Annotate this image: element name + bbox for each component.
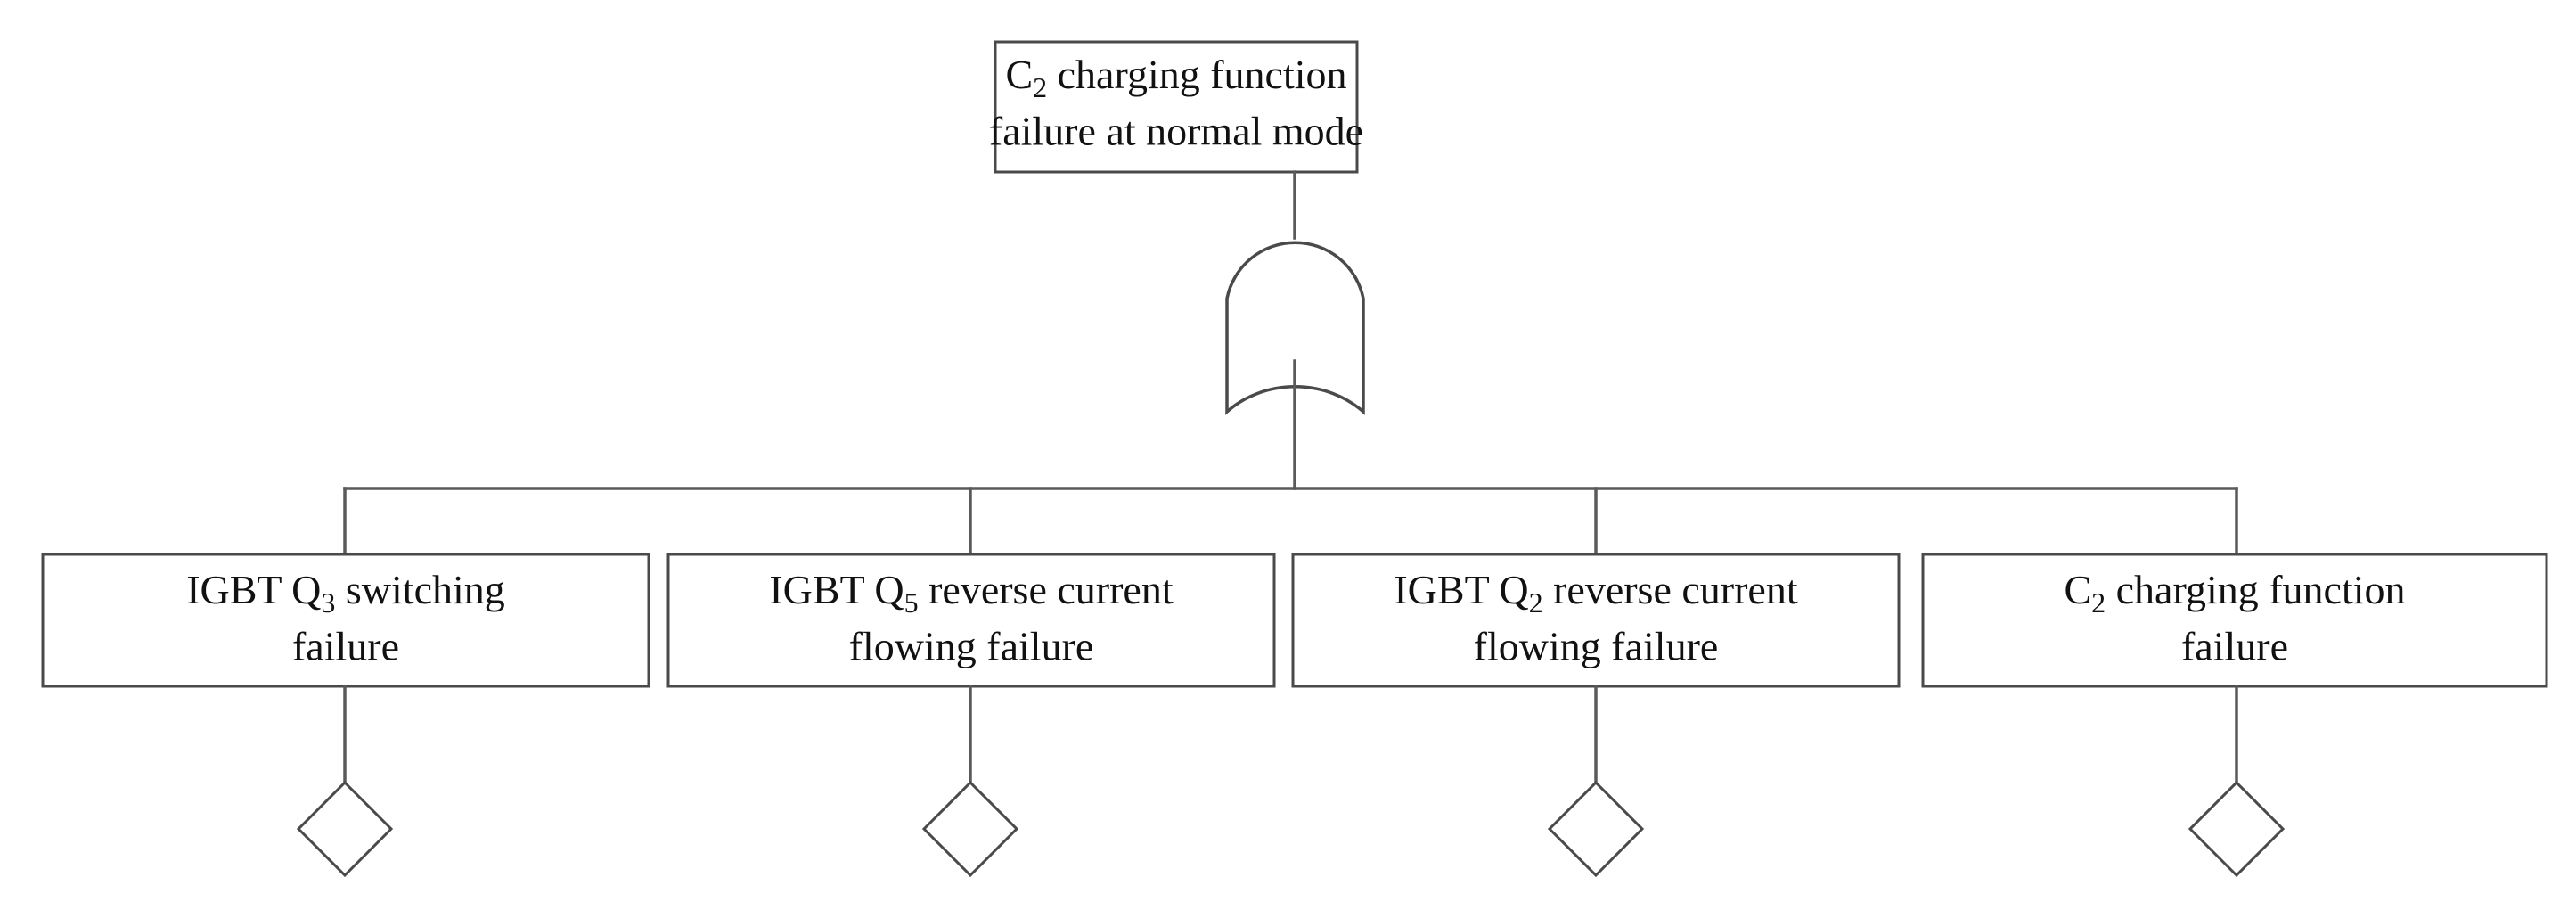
top-event-label-line2: failure at normal mode xyxy=(989,109,1363,154)
or-gate[interactable] xyxy=(1225,241,1365,415)
event-3-label-line1-post: reverse current xyxy=(1543,567,1798,612)
event-1-label-line1-post: switching xyxy=(335,567,504,612)
event-node-1[interactable]: IGBT Q3 switching failure xyxy=(41,553,650,688)
event-4-label-line1: C2 charging function xyxy=(2064,567,2405,619)
event-1-label-line1-sub: 3 xyxy=(321,586,335,619)
event-box-2[interactable] xyxy=(666,553,1276,688)
event-1-label-line1: IGBT Q3 switching xyxy=(186,567,505,619)
diamond-icon-event-3[interactable] xyxy=(1547,780,1645,878)
event-3-label-line2: flowing failure xyxy=(1474,624,1719,669)
top-event-label-line1-post: charging function xyxy=(1047,52,1346,97)
event-node-2[interactable]: IGBT Q5 reverse current flowing failure xyxy=(666,553,1276,688)
event-3-label-line1-pre: IGBT Q xyxy=(1394,567,1528,612)
event-1-label-line2: failure xyxy=(292,624,399,669)
event-3-label-line1-sub: 2 xyxy=(1529,586,1543,619)
event-node-4[interactable]: C2 charging function failure xyxy=(1921,553,2548,688)
event-2-label-line1: IGBT Q5 reverse current xyxy=(769,567,1173,619)
top-event-node[interactable]: C2 charging function failure at normal m… xyxy=(989,40,1363,174)
event-node-3[interactable]: IGBT Q2 reverse current flowing failure xyxy=(1291,553,1901,688)
event-4-label-line2: failure xyxy=(2181,624,2288,669)
event-3-label-line1: IGBT Q2 reverse current xyxy=(1394,567,1797,619)
or-gate-shape[interactable] xyxy=(1225,241,1365,415)
event-2-label-line1-sub: 5 xyxy=(904,586,919,619)
event-box-1[interactable] xyxy=(41,553,650,688)
event-4-label-line1-pre: C xyxy=(2064,567,2091,612)
event-box-4[interactable] xyxy=(1921,553,2548,688)
event-2-label-line1-pre: IGBT Q xyxy=(769,567,904,612)
event-box-3[interactable] xyxy=(1291,553,1901,688)
top-event-label-line1-pre: C xyxy=(1005,52,1033,97)
top-event-box[interactable] xyxy=(994,40,1359,174)
event-4-label-line1-sub: 2 xyxy=(2091,586,2106,619)
top-event-label-line1-sub: 2 xyxy=(1033,71,1047,103)
event-1-label-line1-pre: IGBT Q xyxy=(186,567,321,612)
diamond-icon-event-4[interactable] xyxy=(2188,780,2286,878)
diamond-icon-event-1[interactable] xyxy=(296,780,394,878)
event-2-label-line1-post: reverse current xyxy=(919,567,1174,612)
top-event-label-line1: C2 charging function xyxy=(1005,52,1346,104)
event-4-label-line1-post: charging function xyxy=(2106,567,2405,612)
event-2-label-line2: flowing failure xyxy=(849,624,1094,669)
diamond-icon-event-2[interactable] xyxy=(921,780,1019,878)
